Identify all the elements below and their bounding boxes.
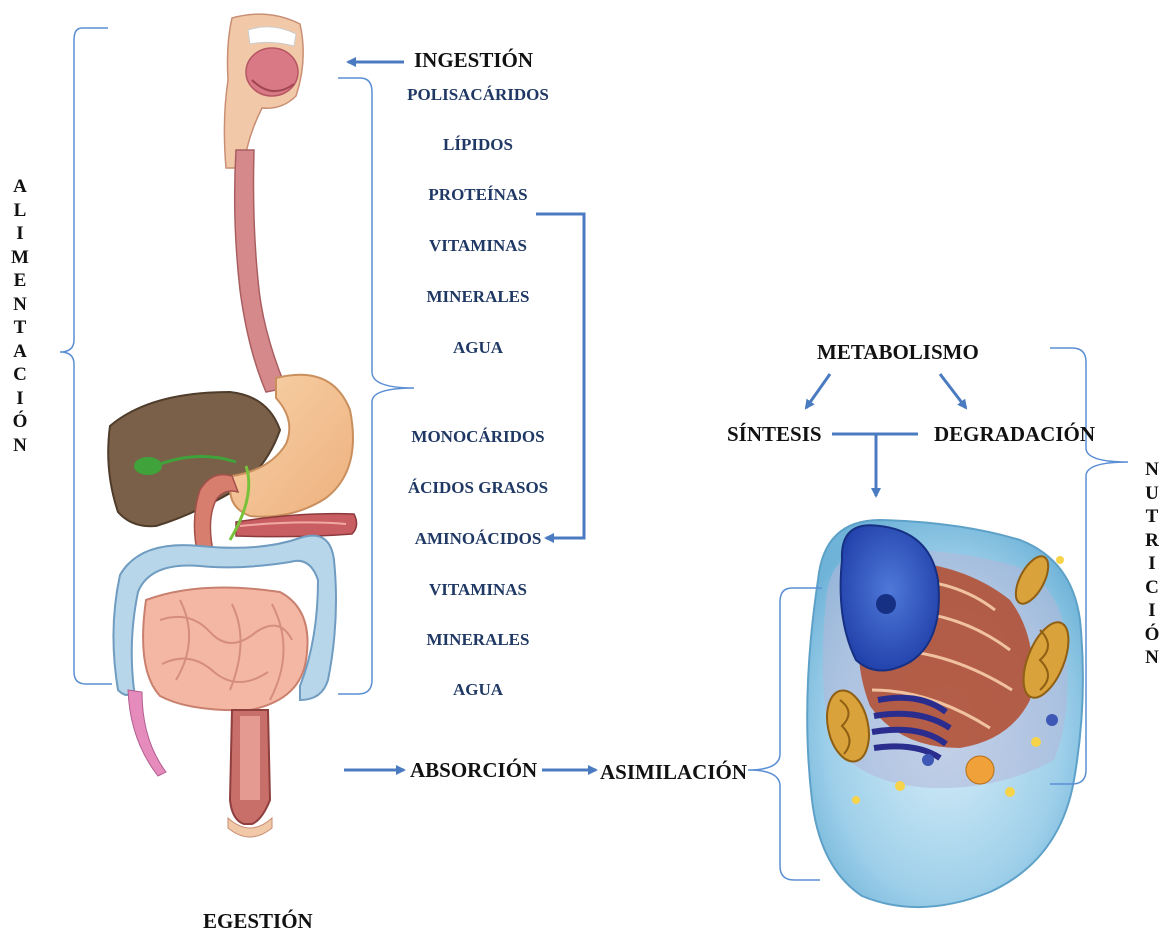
sintesis-label: SÍNTESIS [727, 422, 822, 447]
alimentacion-letter: I [8, 222, 32, 246]
animal-cell-illustration [807, 520, 1083, 907]
nutricion-letter: R [1140, 529, 1164, 553]
degradacion-label: DEGRADACIÓN [934, 422, 1095, 447]
alimentacion-vertical-label: ALIMENTACIÓN [8, 175, 32, 457]
nutrient-before-item: VITAMINAS [398, 236, 558, 256]
alimentacion-letter: N [8, 293, 32, 317]
to-sintesis-arrow [806, 374, 830, 408]
nutrient-before-item: LÍPIDOS [398, 135, 558, 155]
nutricion-letter: N [1140, 458, 1164, 482]
alimentacion-letter: L [8, 199, 32, 223]
alimentacion-bracket [60, 28, 112, 684]
alimentacion-letter: E [8, 269, 32, 293]
to-degradacion-arrow [940, 374, 966, 408]
nutrient-before-item: AGUA [398, 338, 558, 358]
nutricion-vertical-label: NUTRICIÓN [1140, 458, 1164, 670]
alimentacion-letter: A [8, 340, 32, 364]
nutricion-letter: I [1140, 599, 1164, 623]
alimentacion-letter: Ó [8, 410, 32, 434]
nutrient-before-item: MINERALES [398, 287, 558, 307]
nutrient-before-item: POLISACÁRIDOS [398, 85, 558, 105]
egestion-label: EGESTIÓN [203, 909, 313, 934]
nutricion-letter: N [1140, 646, 1164, 670]
nutrient-after-item: MINERALES [398, 630, 558, 650]
metabolismo-label: METABOLISMO [817, 340, 979, 365]
ingestion-label: INGESTIÓN [414, 48, 533, 73]
alimentacion-letter: N [8, 434, 32, 458]
alimentacion-letter: T [8, 316, 32, 340]
digestive-system-illustration [108, 14, 356, 837]
alimentacion-letter: A [8, 175, 32, 199]
absorcion-label: ABSORCIÓN [410, 758, 537, 783]
nutricion-letter: I [1140, 552, 1164, 576]
nutrient-after-item: MONOCÁRIDOS [398, 427, 558, 447]
alimentacion-letter: M [8, 246, 32, 270]
nutrient-before-item: PROTEÍNAS [398, 185, 558, 205]
nutrient-after-item: AMINOÁCIDOS [398, 529, 558, 549]
nutricion-letter: T [1140, 505, 1164, 529]
nutricion-letter: Ó [1140, 623, 1164, 647]
nutricion-letter: U [1140, 482, 1164, 506]
alimentacion-letter: C [8, 363, 32, 387]
nutrient-after-item: ÁCIDOS GRASOS [398, 478, 558, 498]
nutrients-bracket [338, 78, 414, 694]
nutrient-after-item: VITAMINAS [398, 580, 558, 600]
nutricion-letter: C [1140, 576, 1164, 600]
asimilacion-label: ASIMILACIÓN [600, 760, 747, 785]
nutrient-after-item: AGUA [398, 680, 558, 700]
alimentacion-letter: I [8, 387, 32, 411]
